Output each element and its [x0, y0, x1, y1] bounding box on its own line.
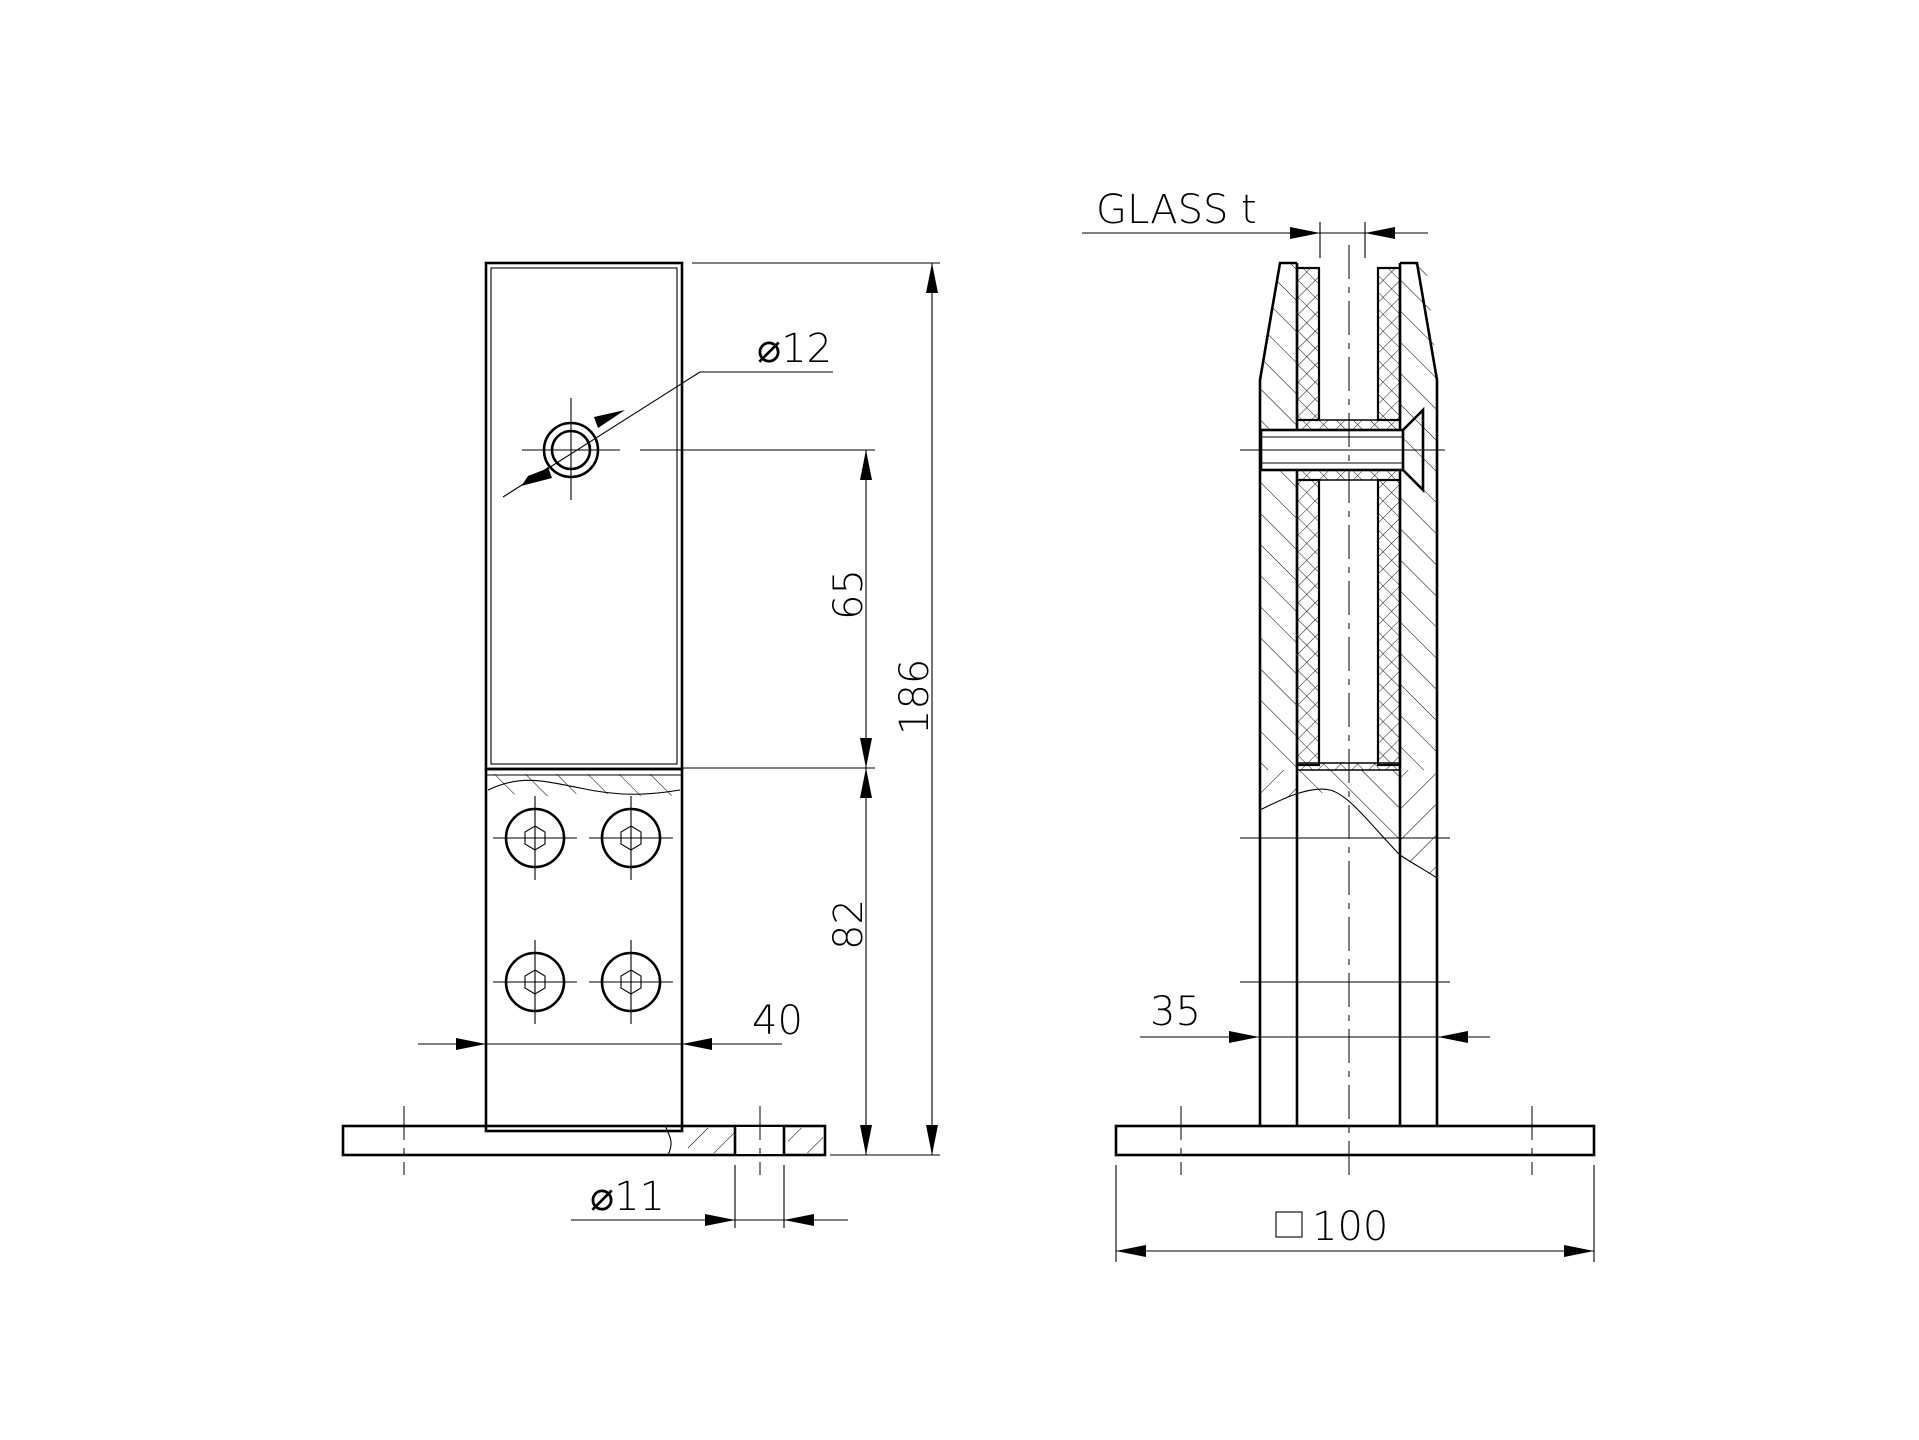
arrow-icon: [521, 467, 552, 486]
side-section-view: GLASS t 35 100: [1082, 187, 1596, 1262]
glass-hole: [522, 398, 620, 500]
lower-block-outline: [484, 767, 684, 1133]
arrow-icon: [594, 410, 625, 428]
dim-65-label: 65: [826, 569, 872, 620]
gasket-left-upper: [1295, 266, 1321, 422]
bolt-head-icon: [493, 796, 577, 880]
dim-186-label: 186: [892, 659, 938, 735]
bolt-head-icon: [589, 796, 673, 880]
post-width-label: 40: [752, 998, 803, 1044]
right-clamp-outline: [1400, 261, 1439, 1126]
base-section-hatch: [688, 1128, 735, 1153]
base-plate: [341, 1124, 827, 1157]
glass-thickness-label: GLASS t: [1096, 187, 1257, 233]
front-view: ⌀12: [341, 261, 940, 1228]
gasket-left-lower: [1295, 478, 1321, 767]
dim-35-label: 35: [1150, 989, 1201, 1035]
dim-100-label: 100: [1312, 1204, 1388, 1250]
break-line: [487, 779, 681, 795]
square-symbol-icon: [1275, 1211, 1303, 1238]
countersunk-screw-icon: [1240, 406, 1445, 494]
dim-82-label: 82: [826, 899, 872, 950]
gasket-right-lower: [1376, 478, 1402, 767]
side-base-plate: [1114, 1124, 1596, 1157]
upper-tube-outline: [484, 261, 684, 771]
bolt-head-icon: [493, 940, 577, 1024]
bolt-pattern: [493, 796, 673, 1024]
base-hole-label: ⌀11: [590, 1174, 665, 1220]
gasket-right-upper: [1376, 266, 1402, 422]
upper-tube-inner-line: [490, 267, 678, 765]
bolt-head-icon: [589, 940, 673, 1024]
left-clamp-outline: [1258, 261, 1297, 1126]
break-line: [1259, 788, 1438, 879]
lower-block-section-hatch: [488, 774, 680, 797]
hole-diameter-label: ⌀12: [757, 326, 832, 372]
